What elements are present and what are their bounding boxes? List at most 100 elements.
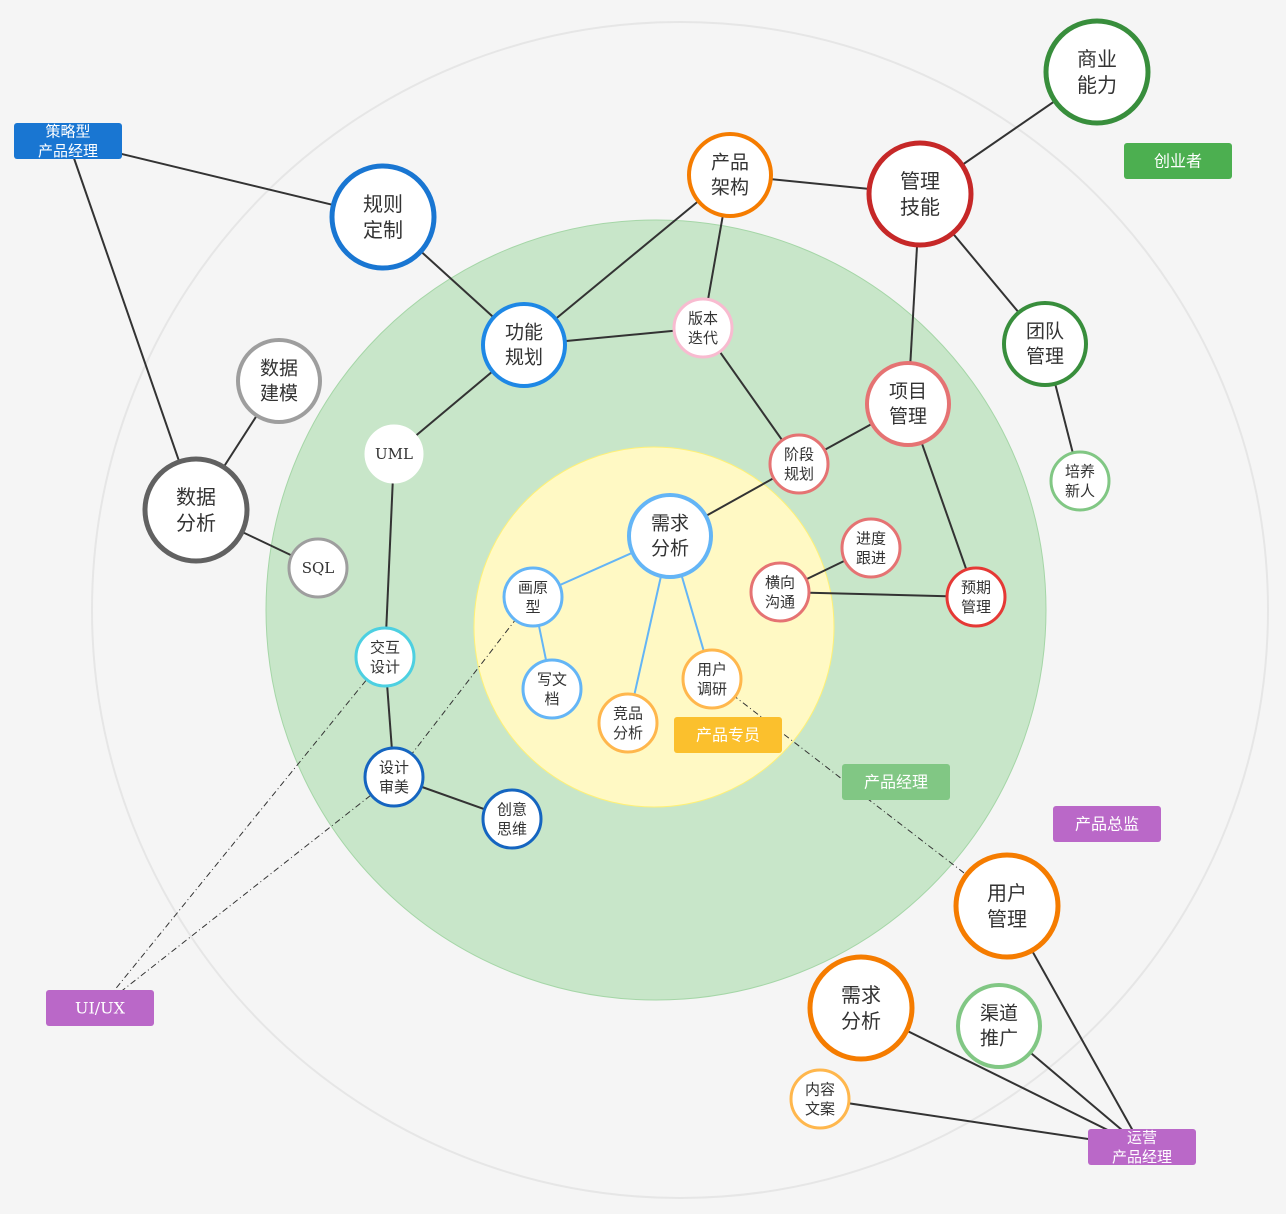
skill-node-label: 管理 — [961, 598, 991, 616]
skill-node-label: 创意 — [497, 800, 527, 818]
role-tag: UI/UX — [46, 990, 154, 1026]
skill-node-label: 管理 — [889, 405, 927, 427]
skill-node: SQL — [287, 537, 349, 599]
skill-node-circle — [363, 746, 425, 808]
role-tag-label: 产品专员 — [696, 726, 760, 745]
skill-node-circle — [521, 658, 583, 720]
skill-node-label: 阶段 — [784, 445, 814, 463]
skill-node-label: 设计 — [370, 658, 400, 676]
edge-n_comm-n_expect — [779, 591, 977, 598]
edge-n_func-n_arch — [523, 174, 731, 346]
skill-node-circle — [1049, 450, 1111, 512]
skill-node-circle — [953, 852, 1061, 960]
skill-node-label: 建模 — [260, 382, 298, 404]
skill-node-label: 规划 — [784, 465, 814, 483]
skill-node-label: 思维 — [497, 820, 527, 838]
skill-node-label: 交互 — [370, 638, 400, 656]
skill-node-label: 版本 — [688, 309, 718, 327]
role-tag-box — [1053, 806, 1161, 842]
skill-node-circle — [236, 338, 322, 424]
skill-node-label: 审美 — [379, 778, 409, 796]
role-tag-box — [1124, 143, 1232, 179]
skill-node-label: 内容 — [805, 1080, 835, 1098]
skill-node-circle — [329, 163, 437, 271]
skill-node-circle — [749, 561, 811, 623]
skill-node-circle — [865, 361, 951, 447]
role-tag-box — [674, 717, 782, 753]
skill-node-label: 管理 — [900, 169, 940, 193]
edge-tag_uiux-n_ixd — [99, 656, 386, 1009]
skill-node-label: 分析 — [841, 1009, 881, 1033]
skill-node-label: 规则 — [363, 192, 403, 216]
skill-node-label: 分析 — [613, 724, 643, 742]
skill-node-label: 产品 — [711, 152, 749, 174]
skill-node-circle — [1043, 18, 1151, 126]
role-tag-box — [842, 764, 950, 800]
skill-node-label: 需求 — [651, 513, 689, 535]
skill-node-circle — [945, 566, 1007, 628]
skill-node-label: 画原 — [518, 578, 548, 596]
role-tag-box — [1088, 1129, 1196, 1165]
skill-node-circle — [481, 302, 567, 388]
skill-node-label: 功能 — [505, 322, 543, 344]
skill-node-label: SQL — [302, 559, 335, 577]
role-tag-label: 产品经理 — [864, 773, 928, 792]
skill-node-circle — [354, 626, 416, 688]
skill-node-circle — [768, 433, 830, 495]
skill-node-circle — [627, 493, 713, 579]
skill-node-label: 分析 — [651, 537, 689, 559]
edge-tag_strategy-n_data — [67, 140, 197, 511]
skill-node-circle — [287, 537, 349, 599]
role-tag: 产品经理 — [842, 764, 950, 800]
role-tag: 创业者 — [1124, 143, 1232, 179]
skill-node-label: 能力 — [1077, 73, 1117, 97]
skill-node-circle — [1002, 301, 1088, 387]
edge-n_aesth-n_proto — [393, 596, 534, 778]
role-tag-label: 策略型 — [45, 122, 90, 140]
skill-node-circle — [687, 132, 773, 218]
skill-node-label: 预期 — [961, 578, 991, 596]
zones — [91, 21, 1269, 1199]
skill-node-label: 分析 — [176, 511, 216, 535]
skill-node-label: 设计 — [379, 758, 409, 776]
skill-node-circle — [481, 788, 543, 850]
skill-nodes: 商业能力产品架构管理技能规则定制功能规划版本迭代团队管理数据建模项目管理UML培… — [142, 18, 1151, 1130]
skill-node-circle — [866, 140, 974, 248]
skill-node-label: 培养 — [1065, 462, 1095, 480]
skill-node-label: 用户 — [987, 881, 1027, 905]
skill-node-circle — [956, 983, 1042, 1069]
skill-node: 画原型 — [502, 566, 564, 628]
skill-node-circle — [597, 692, 659, 754]
skill-node-label: 管理 — [1026, 345, 1064, 367]
role-tag-label: 产品总监 — [1075, 815, 1139, 834]
edge-tag_uiux-n_aesth — [99, 776, 395, 1009]
edge-n_uml-n_ixd — [384, 453, 395, 658]
role-tag-box — [46, 990, 154, 1026]
skill-node: 写文档 — [521, 658, 583, 720]
skill-node-label: 调研 — [697, 680, 727, 698]
role-tag: 产品专员 — [674, 717, 782, 753]
